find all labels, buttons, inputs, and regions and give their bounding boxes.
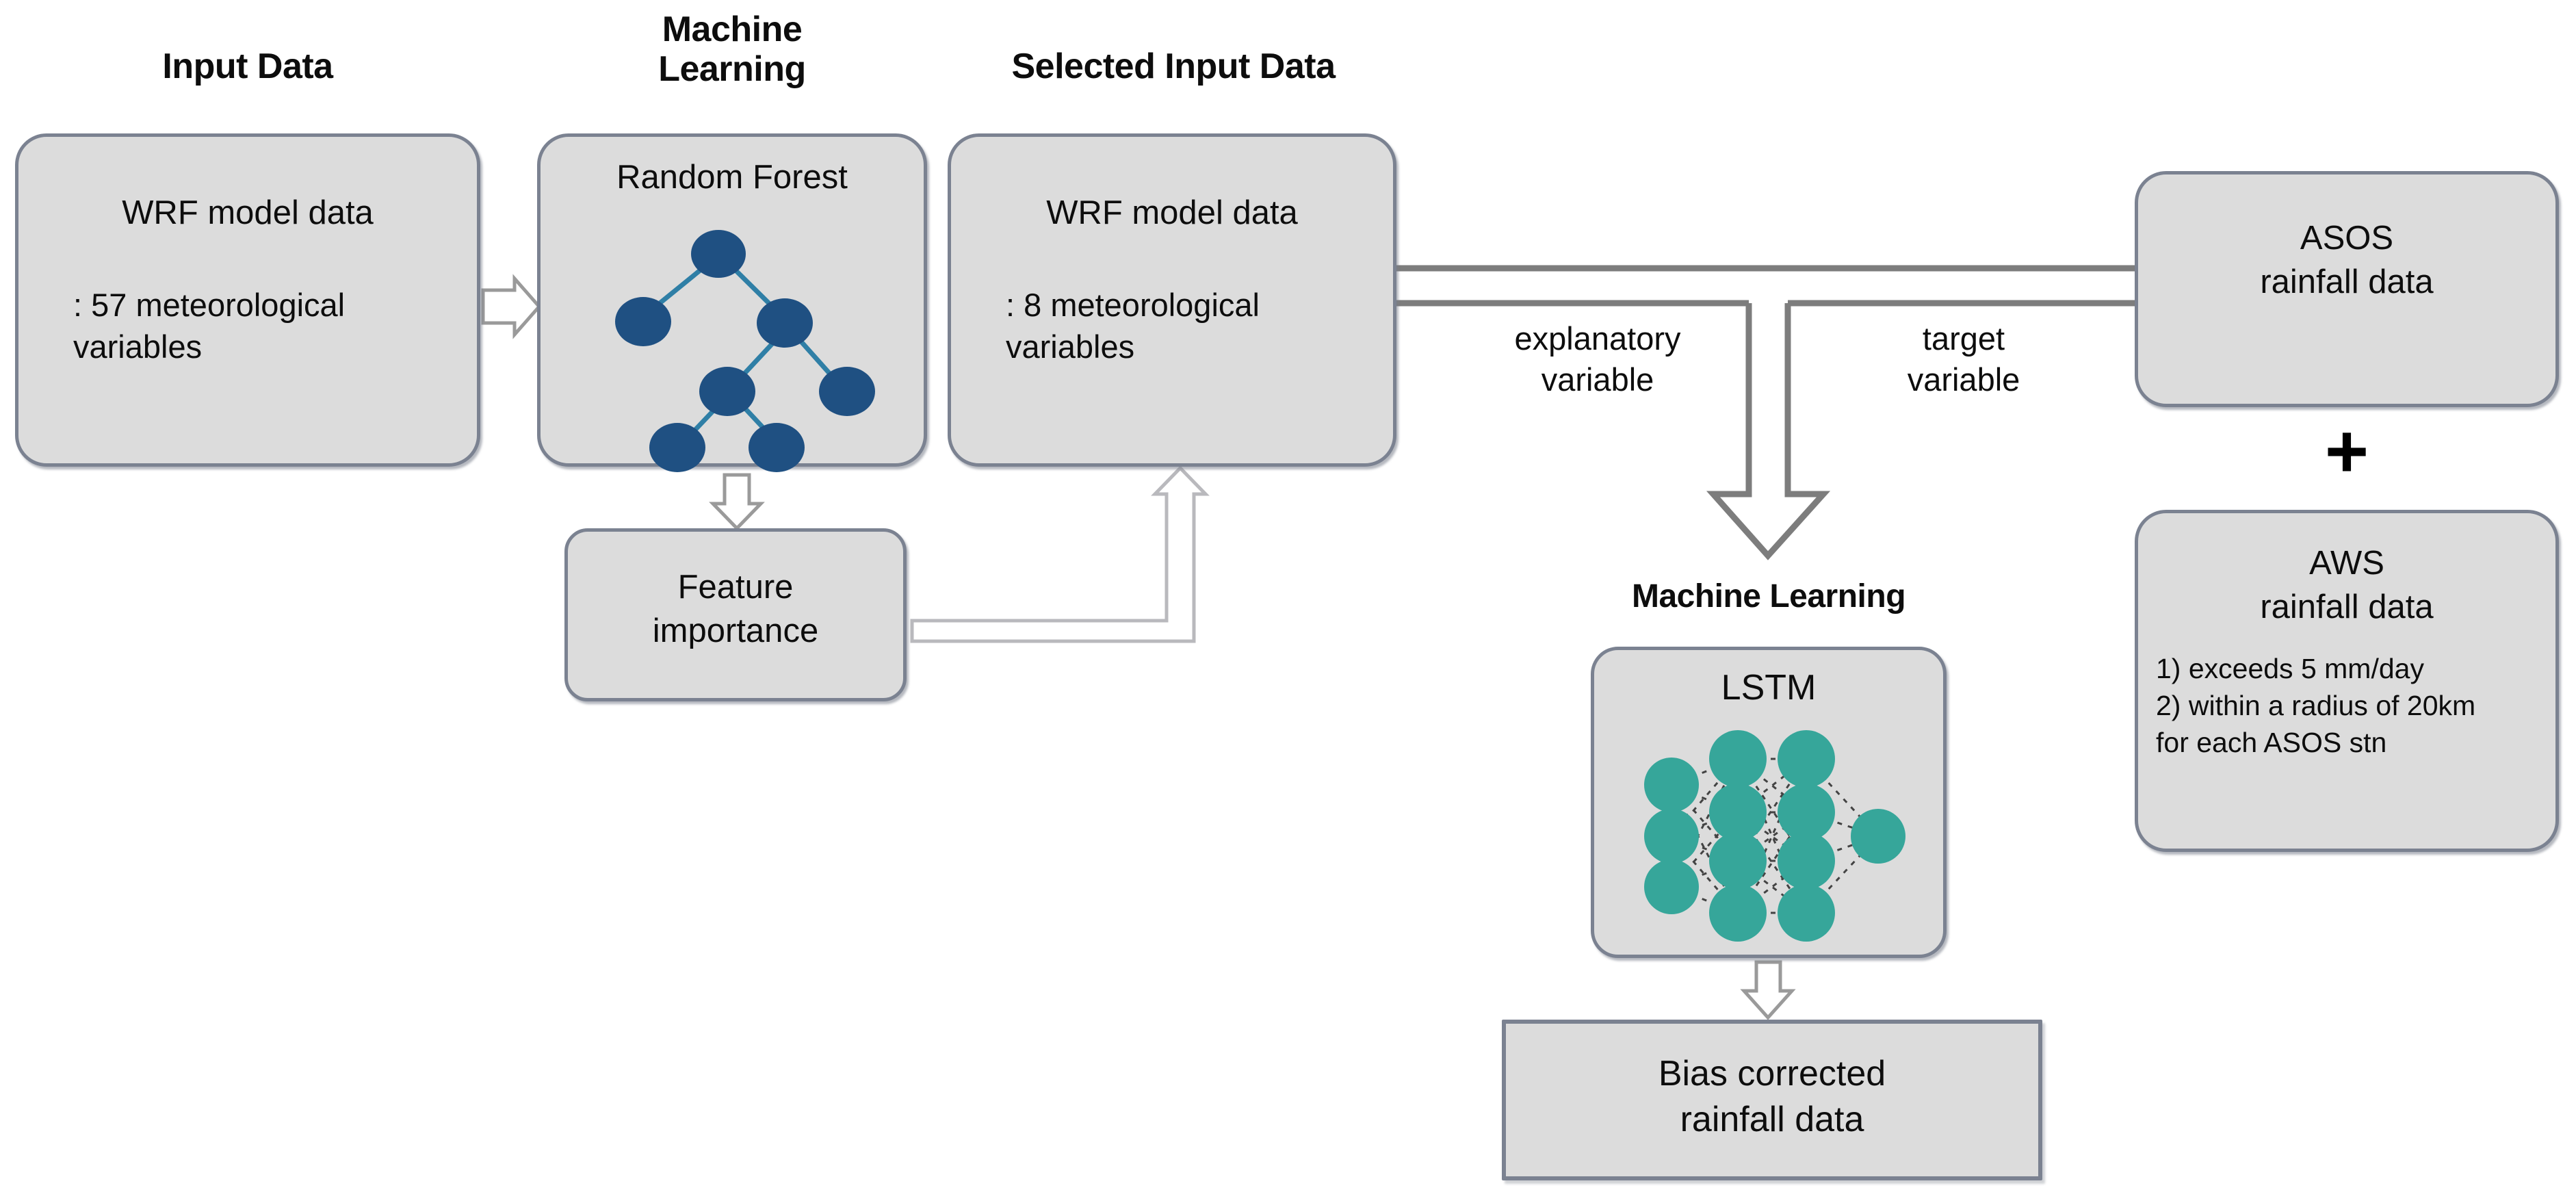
label-target-variable: target variable [1907, 320, 2020, 398]
box-bias-corrected-rainfall-data[interactable]: Bias corrected rainfall data [1502, 1020, 2042, 1180]
box-input-data[interactable]: WRF model data : 57 meteorological varia… [15, 133, 480, 467]
box-asos-title: ASOS rainfall data [2260, 220, 2434, 300]
box-selected-input-data-detail: : 8 meteorological variables [1006, 287, 1260, 365]
box-feature-importance[interactable]: Feature importance [564, 528, 907, 701]
arrow-lstm-to-output [1740, 960, 1796, 1020]
box-selected-input-data-title: WRF model data [1046, 194, 1298, 231]
box-selected-input-data[interactable]: WRF model data : 8 meteorological variab… [948, 133, 1396, 467]
label-explanatory-variable: explanatory variable [1514, 320, 1681, 398]
box-random-forest[interactable]: Random Forest [537, 133, 927, 467]
plus-icon: + [2324, 409, 2369, 493]
header-machine-learning-lstm: Machine Learning [1631, 578, 1906, 615]
box-aws-title: AWS rainfall data [2260, 545, 2434, 625]
arrow-rf-to-feature-importance [709, 473, 765, 531]
arrow-feature-importance-to-selected [910, 465, 1210, 643]
box-lstm[interactable]: LSTM [1591, 647, 1947, 958]
connector-explanatory-target [1396, 265, 2136, 560]
arrow-input-to-rf [481, 274, 542, 339]
header-machine-learning-rf: Machine Learning [658, 10, 806, 90]
header-selected-input-data: Selected Input Data [1011, 47, 1336, 86]
box-asos-rainfall-data[interactable]: ASOS rainfall data [2135, 171, 2559, 407]
box-bias-corrected-title: Bias corrected rainfall data [1658, 1054, 1886, 1139]
box-aws-rainfall-data[interactable]: AWS rainfall data 1) exceeds 5 mm/day 2)… [2135, 510, 2559, 852]
header-input-data: Input Data [162, 47, 333, 86]
box-aws-conditions: 1) exceeds 5 mm/day 2) within a radius o… [2156, 653, 2476, 759]
box-feature-importance-title: Feature importance [652, 569, 819, 649]
box-input-data-title: WRF model data [122, 194, 374, 231]
box-input-data-detail: : 57 meteorological variables [73, 287, 346, 365]
box-random-forest-title: Random Forest [616, 159, 848, 196]
box-lstm-title: LSTM [1721, 668, 1817, 708]
